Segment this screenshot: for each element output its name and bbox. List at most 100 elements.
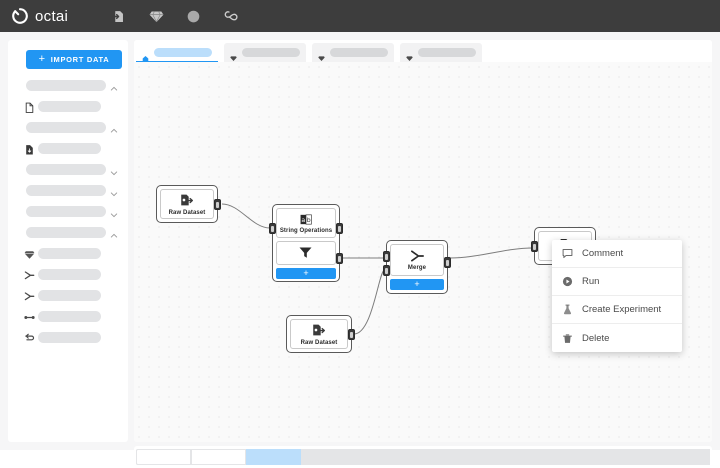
segment-4[interactable]: [301, 449, 710, 465]
sidebar-item-label-placeholder: [38, 100, 101, 112]
output-port[interactable]: [348, 329, 355, 340]
sidebar-item-tool-diamond[interactable]: [8, 246, 128, 260]
sidebar-item-label-placeholder: [38, 142, 101, 154]
chevron-up-icon[interactable]: [110, 227, 118, 238]
diamond-icon: [230, 49, 237, 62]
menu-item-delete[interactable]: Delete: [552, 324, 682, 352]
bottom-bar: [134, 446, 712, 468]
chevron-down-icon[interactable]: [110, 185, 118, 197]
plus-icon: +: [38, 53, 46, 65]
moon-circle-icon[interactable]: [186, 9, 201, 24]
comment-icon: [562, 248, 573, 259]
sidebar-item-label-placeholder: [26, 205, 106, 217]
string-operations-node[interactable]: a b String Operations: [276, 208, 336, 238]
svg-text:b: b: [307, 216, 311, 223]
workflow-canvas[interactable]: Raw Dataset a b: [134, 62, 712, 442]
top-bar-icons: [112, 9, 238, 24]
top-bar: octai: [0, 0, 720, 32]
sidebar-item-label-placeholder: [26, 121, 106, 133]
brand-logo[interactable]: octai: [12, 8, 68, 25]
node-label: String Operations: [279, 227, 333, 234]
sidebar-item-group-4[interactable]: [8, 183, 128, 197]
menu-item-label: Run: [582, 276, 600, 287]
sidebar-item-tool-link[interactable]: [8, 309, 128, 323]
sidebar-list: [8, 78, 128, 351]
octai-ring-logo-icon: [12, 8, 28, 24]
dataset-export-icon: [179, 192, 195, 208]
import-data-label: IMPORT DATA: [50, 55, 110, 64]
merge-node[interactable]: Merge: [390, 244, 444, 276]
tab-4[interactable]: [400, 43, 482, 62]
node-label: Raw Dataset: [300, 340, 338, 346]
menu-item-run[interactable]: Run: [552, 268, 682, 296]
sidebar-item-group-6[interactable]: [8, 225, 128, 239]
play-circle-icon: [562, 276, 573, 287]
merge-icon: [24, 268, 35, 280]
output-port-top[interactable]: [336, 223, 343, 234]
tab-2[interactable]: [224, 43, 306, 62]
segment-1[interactable]: [136, 449, 191, 465]
segment-2[interactable]: [191, 449, 246, 465]
main-area: + IMPORT DATA: [0, 32, 720, 468]
sidebar-item-label-placeholder: [38, 310, 101, 322]
svg-text:a: a: [301, 216, 305, 223]
context-menu: Comment Run Create Experiment: [552, 240, 682, 352]
string-operations-group[interactable]: a b String Operations: [269, 204, 343, 282]
sidebar-item-label-placeholder: [38, 268, 101, 280]
brand-name: octai: [35, 7, 69, 25]
diamond-icon[interactable]: [149, 9, 164, 24]
chevron-up-icon[interactable]: [110, 122, 118, 133]
output-port[interactable]: [444, 257, 451, 268]
sidebar-item-label-placeholder: [26, 184, 106, 196]
sidebar-item-file-item-1[interactable]: [8, 99, 128, 113]
merge-icon: [24, 289, 35, 301]
import-file-icon[interactable]: [112, 9, 127, 24]
infinity-icon[interactable]: [223, 9, 238, 24]
output-port-bottom[interactable]: [336, 253, 343, 264]
merge-group[interactable]: Merge +: [383, 240, 451, 294]
input-port-top[interactable]: [383, 251, 390, 262]
sidebar-item-tool-merge-1[interactable]: [8, 267, 128, 281]
group-add-button[interactable]: +: [390, 279, 444, 290]
chevron-up-icon[interactable]: [110, 80, 118, 91]
sidebar-item-group-5[interactable]: [8, 204, 128, 218]
sidebar-item-label-placeholder: [26, 79, 106, 91]
tab-home[interactable]: [136, 43, 218, 62]
chevron-down-icon[interactable]: [110, 164, 118, 176]
segment-3[interactable]: [246, 449, 301, 465]
segment-track[interactable]: [136, 449, 710, 465]
tab-3[interactable]: [312, 43, 394, 62]
sidebar: + IMPORT DATA: [8, 40, 128, 442]
filter-node[interactable]: [276, 241, 336, 265]
flask-icon: [562, 304, 573, 315]
sidebar-item-group-3[interactable]: [8, 162, 128, 176]
menu-item-label: Create Experiment: [582, 304, 662, 315]
sidebar-item-file-item-2[interactable]: [8, 141, 128, 155]
input-port[interactable]: [269, 223, 276, 234]
sidebar-item-tool-merge-2[interactable]: [8, 288, 128, 302]
sidebar-item-group-2[interactable]: [8, 120, 128, 134]
input-port[interactable]: [531, 241, 538, 252]
output-port[interactable]: [214, 199, 221, 210]
node-body: Raw Dataset: [160, 189, 214, 219]
dataset-export-icon: [311, 322, 327, 338]
funnel-filter-icon: [298, 245, 314, 261]
chevron-down-icon[interactable]: [110, 206, 118, 218]
menu-item-comment[interactable]: Comment: [552, 240, 682, 268]
raw-dataset-node-bottom[interactable]: Raw Dataset: [286, 315, 355, 353]
raw-dataset-node-top[interactable]: Raw Dataset: [156, 185, 221, 223]
node-label: Merge: [407, 265, 427, 271]
menu-item-label: Delete: [582, 332, 610, 344]
group-add-button[interactable]: +: [276, 268, 336, 279]
import-data-button[interactable]: + IMPORT DATA: [26, 50, 122, 69]
plus-label: +: [303, 268, 309, 278]
home-icon: [142, 49, 149, 62]
loop-arrow-icon: [24, 331, 35, 342]
sidebar-item-group-1[interactable]: [8, 78, 128, 92]
menu-item-label: Comment: [582, 248, 624, 259]
diamond-icon: [318, 49, 325, 62]
sidebar-item-tool-loop[interactable]: [8, 330, 128, 344]
input-port-bottom[interactable]: [383, 265, 390, 276]
menu-item-create-experiment[interactable]: Create Experiment: [552, 296, 682, 324]
